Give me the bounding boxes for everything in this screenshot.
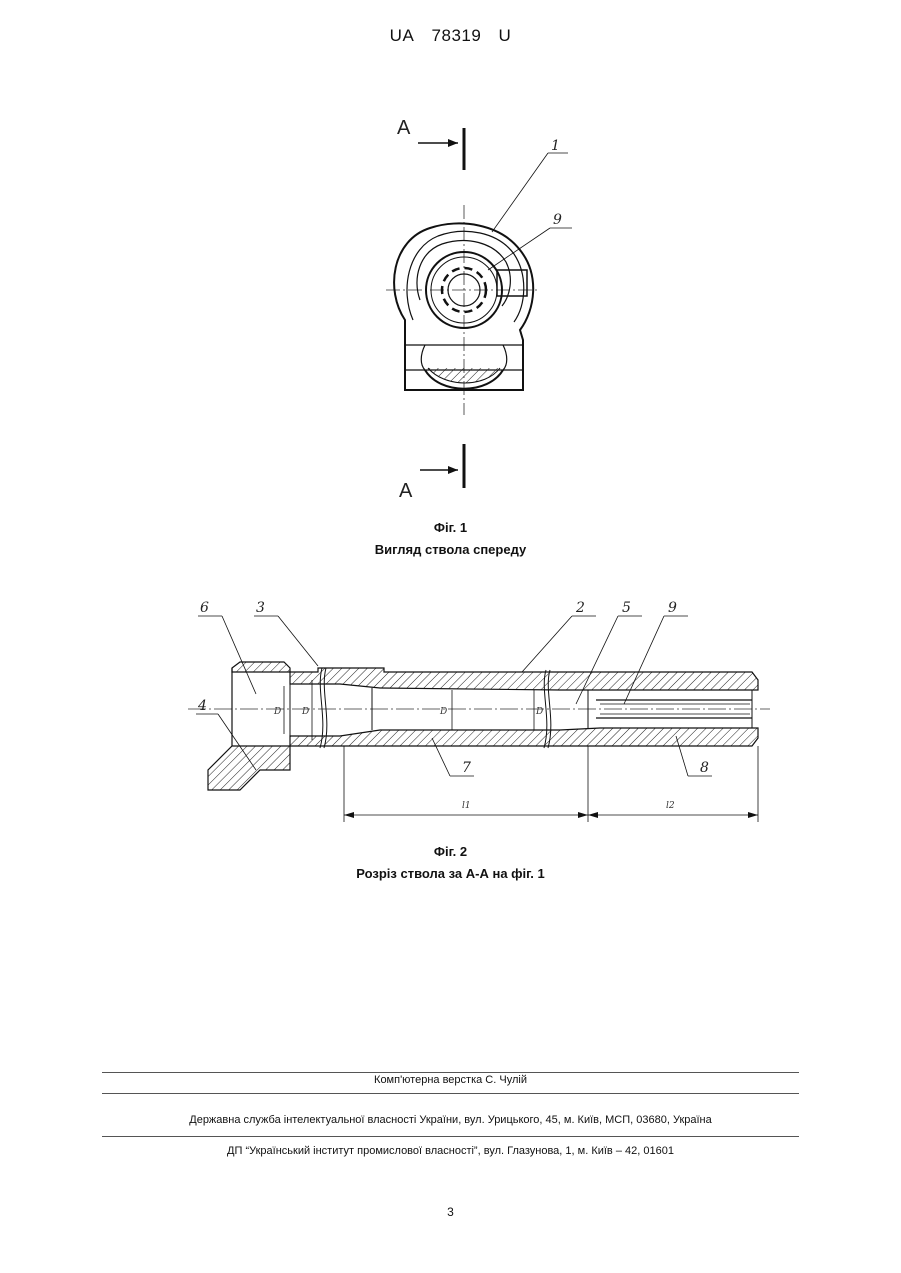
figure-2-section-view: D D D D l1 l2 6 3 2 5 9 4 7	[188, 600, 770, 822]
callout-9b: 9	[668, 600, 677, 616]
figure-2-caption-title: Розріз ствола за А-А на фіг. 1	[0, 866, 901, 881]
figure-1-caption-number: Фіг. 1	[0, 520, 901, 535]
section-label-bottom: A	[399, 480, 413, 502]
dim-d4: D	[535, 707, 543, 717]
callout-2: 2	[575, 600, 585, 616]
section-label-top: A	[397, 117, 411, 139]
callout-1: 1	[551, 138, 560, 154]
drawing-canvas: A A 1 9	[0, 0, 901, 900]
footer-rule-1	[102, 1072, 799, 1073]
footer-layout-credit: Комп'ютерна верстка С. Чулій	[102, 1074, 799, 1086]
callout-7: 7	[462, 760, 471, 776]
callout-3: 3	[256, 600, 265, 616]
dim-d1: D	[273, 707, 281, 717]
callout-9: 9	[553, 212, 562, 228]
footer-institute: ДП “Український інститут промислової вла…	[102, 1145, 799, 1157]
callout-8: 8	[700, 760, 709, 776]
dim-d2: D	[301, 707, 309, 717]
footer-office: Державна служба інтелектуальної власност…	[102, 1114, 799, 1126]
figure-2-caption-number: Фіг. 2	[0, 844, 901, 859]
page-number: 3	[0, 1205, 901, 1219]
dim-d3: D	[439, 707, 447, 717]
footer-rule-3	[102, 1136, 799, 1137]
callout-5: 5	[622, 600, 631, 616]
footer-rule-2	[102, 1093, 799, 1094]
length-l2: l2	[666, 801, 675, 811]
figure-1-caption-title: Вигляд ствола спереду	[0, 542, 901, 557]
callout-4: 4	[197, 698, 207, 714]
callout-6: 6	[200, 600, 209, 616]
length-l1: l1	[462, 801, 471, 811]
figure-1-front-view: A A 1 9	[386, 117, 572, 502]
